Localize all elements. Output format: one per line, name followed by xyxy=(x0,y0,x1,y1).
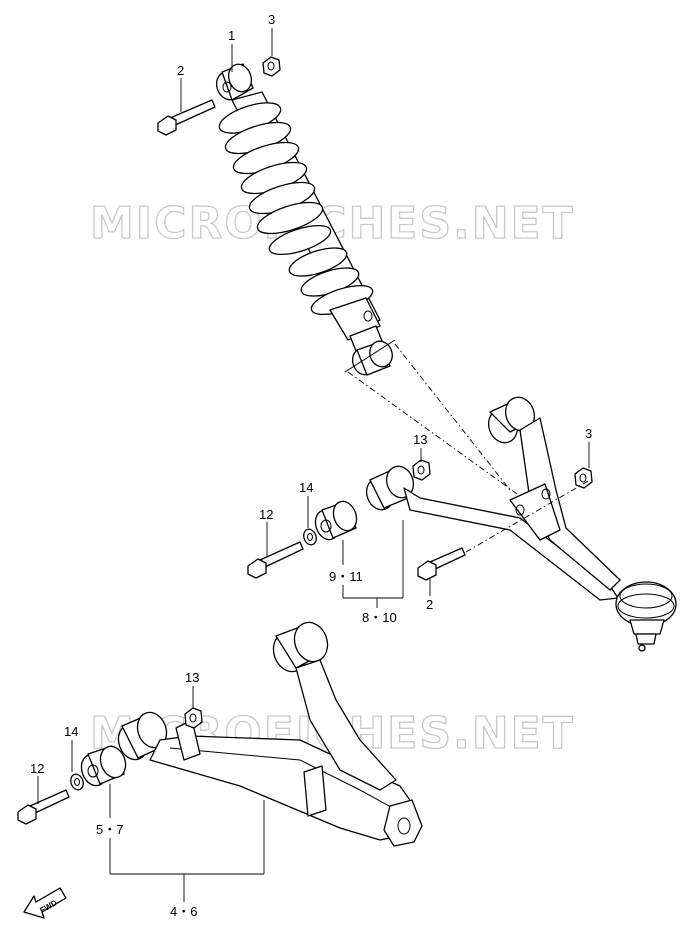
callout-lower-washer-14: 14 xyxy=(64,724,78,739)
lower-bushing-part-5-7 xyxy=(80,745,127,787)
callout-upper-bolt-2: 2 xyxy=(426,597,433,612)
upper-nut-part-3 xyxy=(574,467,593,489)
upper-bushing-part-9-11 xyxy=(314,500,358,541)
callout-upper-nut-13: 13 xyxy=(413,432,427,447)
top-bushing-part-1 xyxy=(215,63,254,101)
align-line-upper-bolt xyxy=(465,479,591,553)
callout-top-bushing: 1 xyxy=(228,28,235,43)
lower-washer-part-14 xyxy=(70,773,84,791)
lower-bolt-part-12 xyxy=(17,789,70,825)
fwd-arrow: FWD xyxy=(23,887,67,919)
callout-top-nut: 3 xyxy=(268,12,275,27)
lower-control-arm xyxy=(117,621,423,847)
callout-lower-bushing-5-7: 5・7 xyxy=(96,822,123,837)
leader-lines xyxy=(37,28,590,902)
upper-bolt-part-2 xyxy=(417,547,466,581)
top-bolt-part-2 xyxy=(157,99,216,136)
align-line-shock xyxy=(347,371,521,497)
coil-spring xyxy=(218,102,374,316)
shock-absorber xyxy=(218,91,385,357)
upper-control-arm xyxy=(365,396,677,652)
top-nut-part-3 xyxy=(262,56,281,77)
align-line-shock-2 xyxy=(394,343,511,491)
callout-lower-arm-4-6: 4・6 xyxy=(170,904,197,919)
callout-lower-bolt-12: 12 xyxy=(30,761,44,776)
callout-upper-bolt-12: 12 xyxy=(259,507,273,522)
callout-upper-washer-14: 14 xyxy=(299,480,313,495)
callout-lower-nut-13: 13 xyxy=(185,670,199,685)
callout-upper-nut-3: 3 xyxy=(585,426,592,441)
callout-upper-bushing-9-11: 9・11 xyxy=(329,569,363,584)
callout-top-bolt: 2 xyxy=(177,63,184,78)
upper-bolt-part-12 xyxy=(247,541,304,579)
upper-washer-part-14 xyxy=(303,528,317,546)
lower-shock-bushing xyxy=(351,340,393,376)
callout-upper-arm-8-10: 8・10 xyxy=(362,610,397,625)
upper-nut-part-13 xyxy=(412,459,431,481)
